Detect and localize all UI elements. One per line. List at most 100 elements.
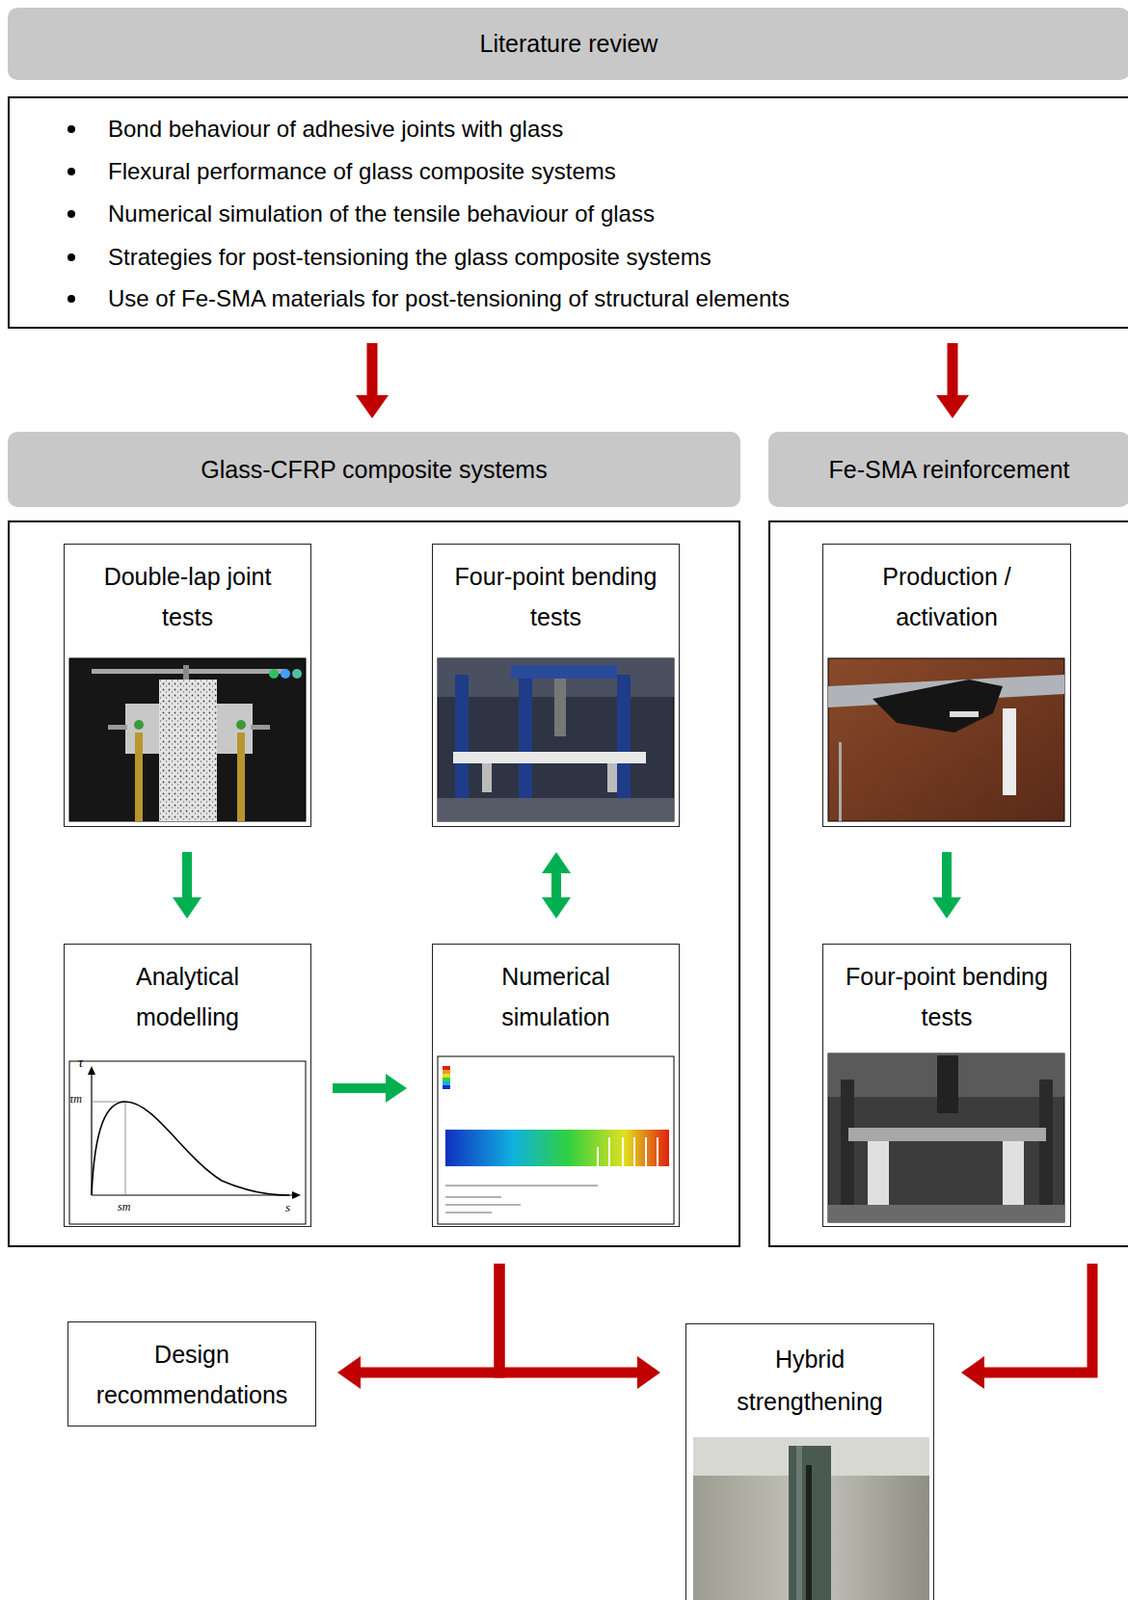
fem-screenshot-part bbox=[442, 1077, 451, 1082]
arrow-shaft bbox=[982, 1263, 1093, 1373]
box-text-area: Four-point bending tests bbox=[432, 544, 679, 638]
double-lap-photo-part bbox=[214, 703, 253, 754]
arrow-head bbox=[337, 1356, 361, 1390]
process-box: Hybrid strengthening bbox=[685, 1323, 935, 1600]
flow-arrow bbox=[355, 343, 389, 419]
fe-sma-bending-photo-part bbox=[848, 1128, 1047, 1142]
panel-border bbox=[7, 520, 741, 1248]
activation-photo bbox=[828, 658, 1065, 822]
box-label: Four-point bending tests bbox=[840, 956, 1053, 1038]
arrow-shaft bbox=[358, 1263, 500, 1373]
fem-screenshot bbox=[437, 1056, 674, 1225]
fem-screenshot-part bbox=[442, 1074, 451, 1078]
double-lap-photo-part bbox=[280, 669, 291, 679]
heading-text: Glass-CFRP composite systems bbox=[200, 456, 547, 484]
bending-rig-photo-part bbox=[482, 763, 492, 793]
bullet-text: Numerical simulation of the tensile beha… bbox=[107, 199, 655, 229]
process-box: Four-point bending tests bbox=[822, 943, 1072, 1228]
hybrid-photo-part bbox=[805, 1465, 812, 1600]
flow-arrow bbox=[541, 852, 571, 919]
double-lap-photo-part bbox=[237, 732, 245, 822]
box-label: Design recommendations bbox=[80, 1334, 304, 1416]
axis-label: sm bbox=[117, 1201, 131, 1213]
box-label: Production / activation bbox=[840, 556, 1053, 638]
arrow-head bbox=[932, 897, 962, 919]
arrow-head bbox=[637, 1356, 661, 1390]
fem-screenshot-part bbox=[445, 1185, 598, 1213]
heading-text: Literature review bbox=[480, 29, 659, 58]
process-box: Analytical modelling bbox=[63, 943, 312, 1228]
bending-rig-photo bbox=[437, 658, 674, 822]
hybrid-photo-part bbox=[788, 1446, 832, 1600]
fe-sma-bending-photo-part bbox=[1002, 1141, 1024, 1206]
fem-screenshot-part bbox=[442, 1066, 451, 1071]
fem-screenshot-part bbox=[442, 1081, 451, 1086]
double-lap-photo-part bbox=[134, 720, 144, 730]
arrow-shaft bbox=[551, 871, 562, 900]
fem-screenshot-part-part bbox=[445, 1184, 598, 1187]
fem-screenshot-part bbox=[442, 1070, 451, 1075]
flow-arrow bbox=[332, 1074, 407, 1103]
arrow-shaft bbox=[182, 852, 192, 900]
fem-screenshot-part-part bbox=[608, 1137, 611, 1167]
bullet-dot bbox=[67, 167, 76, 176]
group-panel: Literature reviewBond behaviour of adhes… bbox=[7, 7, 1128, 329]
fem-screenshot-part-part bbox=[596, 1147, 599, 1167]
fem-screenshot-part bbox=[445, 1129, 670, 1167]
bullet-dot bbox=[67, 210, 76, 218]
flow-arrow bbox=[961, 1263, 1093, 1390]
fe-sma-bending-photo-part bbox=[828, 1205, 1065, 1223]
bond-slip-graph-part bbox=[69, 1061, 306, 1225]
double-lap-photo-part bbox=[159, 679, 217, 822]
activation-photo-part bbox=[828, 658, 1065, 822]
arrow-shaft bbox=[367, 343, 378, 398]
flow-arrow bbox=[936, 343, 969, 419]
hybrid-photo-part bbox=[796, 1446, 803, 1600]
axis-label: τ bbox=[78, 1055, 83, 1071]
arrow-shaft bbox=[941, 852, 952, 900]
fem-screenshot-part-part bbox=[633, 1137, 636, 1167]
bending-rig-photo-part bbox=[554, 678, 566, 737]
process-box: Numerical simulation bbox=[431, 943, 680, 1228]
bond-slip-graph-part bbox=[292, 1191, 301, 1200]
arrow-head bbox=[961, 1356, 985, 1390]
axis-label: τm bbox=[69, 1093, 82, 1105]
bond-slip-graph-part bbox=[125, 1101, 127, 1196]
arrow-head bbox=[541, 852, 571, 874]
process-box: Design recommendations bbox=[67, 1321, 317, 1427]
bullet-text: Bond behaviour of adhesive joints with g… bbox=[107, 114, 564, 144]
fe-sma-bending-photo-part bbox=[840, 1079, 855, 1206]
bullet-dot bbox=[67, 295, 76, 303]
group-panel: Glass-CFRP composite systemsDouble-lap j… bbox=[7, 431, 741, 1248]
bond-slip-graph-part bbox=[91, 1101, 290, 1196]
double-lap-photo-part bbox=[268, 669, 279, 679]
double-lap-photo-part bbox=[236, 720, 246, 730]
double-lap-photo bbox=[69, 658, 306, 822]
fe-sma-bending-photo-part bbox=[937, 1055, 959, 1114]
box-label: Four-point bending tests bbox=[450, 556, 663, 638]
double-lap-photo-part bbox=[292, 669, 302, 679]
bond-slip-graph bbox=[69, 1061, 306, 1225]
box-text-area: Numerical simulation bbox=[432, 944, 679, 1038]
heading-band: Literature review bbox=[7, 7, 1128, 81]
double-lap-photo-part bbox=[125, 703, 164, 754]
axis-label: s bbox=[285, 1201, 291, 1214]
arrow-shaft bbox=[499, 1263, 640, 1373]
double-lap-photo-part bbox=[107, 725, 128, 730]
arrow-shaft bbox=[332, 1083, 388, 1094]
fem-screenshot-part-part bbox=[644, 1137, 647, 1167]
process-box: Four-point bending tests bbox=[431, 543, 680, 828]
arrow-head bbox=[355, 395, 389, 419]
box-label: Hybrid strengthening bbox=[703, 1338, 916, 1424]
double-lap-photo-part bbox=[134, 732, 143, 822]
bending-rig-photo-part bbox=[607, 763, 618, 793]
fe-sma-bending-photo bbox=[828, 1053, 1065, 1223]
arrow-shaft bbox=[947, 343, 959, 398]
activation-photo-part bbox=[1002, 708, 1017, 796]
fem-screenshot-part bbox=[437, 1056, 674, 1225]
box-text-area: Four-point bending tests bbox=[823, 944, 1071, 1038]
bending-rig-photo-part bbox=[437, 798, 674, 822]
flow-arrow bbox=[337, 1263, 500, 1390]
activation-photo-part bbox=[949, 711, 979, 718]
hybrid-photo bbox=[693, 1437, 930, 1600]
